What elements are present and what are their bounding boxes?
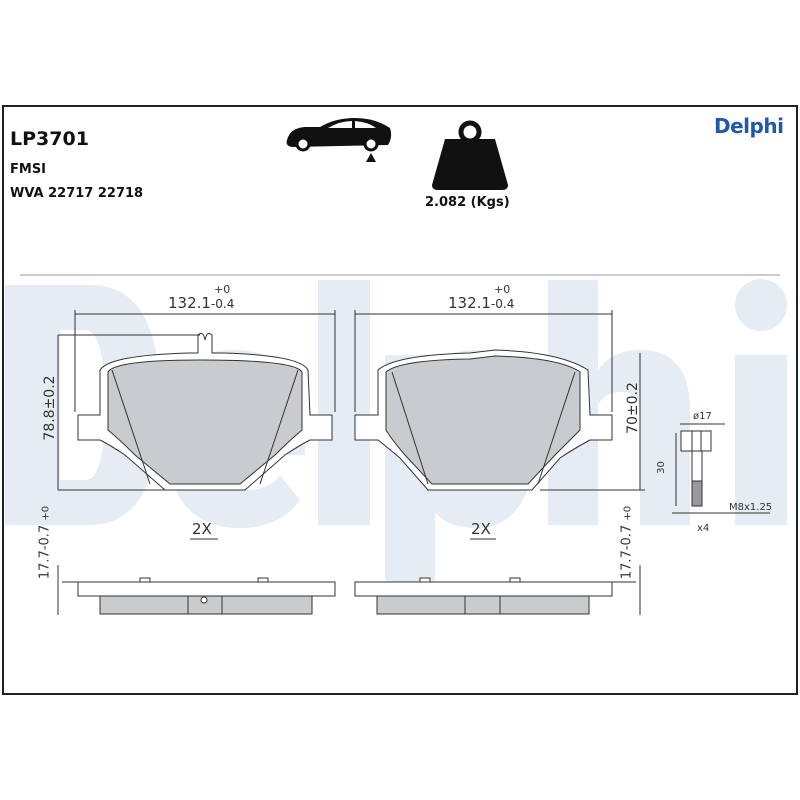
- right-pad-side-view: [354, 538, 641, 615]
- left-width-dim: 132.1-0.4: [168, 294, 234, 312]
- right-thickness-tol-lower: -0.7: [619, 524, 635, 551]
- weight-icon: [432, 120, 508, 190]
- left-pad-side-view: [57, 538, 336, 615]
- part-number: LP3701: [10, 128, 89, 150]
- bolt-length: 30: [655, 461, 667, 474]
- right-thickness-tol-upper: +0: [622, 505, 634, 521]
- right-width-dim: 132.1-0.4: [448, 294, 514, 312]
- left-thickness-nominal: 17.7: [37, 550, 53, 580]
- right-pad-front-view: [354, 310, 645, 491]
- bolt-quantity: x4: [697, 523, 710, 534]
- bolt-thread: M8x1.25: [729, 502, 773, 513]
- left-width-nominal: 132.1: [168, 294, 211, 312]
- bolt-diameter: ø17: [693, 411, 712, 422]
- right-width-tol-upper: +0: [494, 283, 511, 296]
- left-height-dim: 78.8±0.2: [42, 375, 58, 441]
- wva-numbers: WVA 22717 22718: [10, 186, 144, 201]
- left-thickness-tol-upper: +0: [40, 505, 52, 521]
- left-thickness-dim: 17.7-0.7 +0: [38, 503, 53, 583]
- left-thickness-tol-lower: -0.7: [37, 524, 53, 551]
- fmsi-label: FMSI: [10, 162, 47, 177]
- weight-value: 2.082 (Kgs): [425, 195, 510, 210]
- right-thickness-dim: 17.7-0.7 +0: [620, 503, 635, 583]
- right-width-nominal: 132.1: [448, 294, 491, 312]
- left-width-tol-upper: +0: [214, 283, 231, 296]
- right-height-dim: 70±0.2: [625, 382, 641, 434]
- left-pad-front-view: [57, 310, 336, 491]
- right-width-tol-lower: -0.4: [490, 297, 515, 311]
- delphi-watermark: [5, 279, 787, 600]
- left-width-tol-lower: -0.4: [210, 297, 235, 311]
- delphi-logo: Delphi: [714, 114, 784, 138]
- drawing-frame: [2, 105, 798, 695]
- left-quantity: 2X: [192, 520, 212, 538]
- right-quantity: 2X: [471, 520, 491, 538]
- right-thickness-nominal: 17.7: [619, 550, 635, 580]
- bolt-drawing: [672, 423, 770, 514]
- car-rear-axle-icon: [286, 118, 392, 162]
